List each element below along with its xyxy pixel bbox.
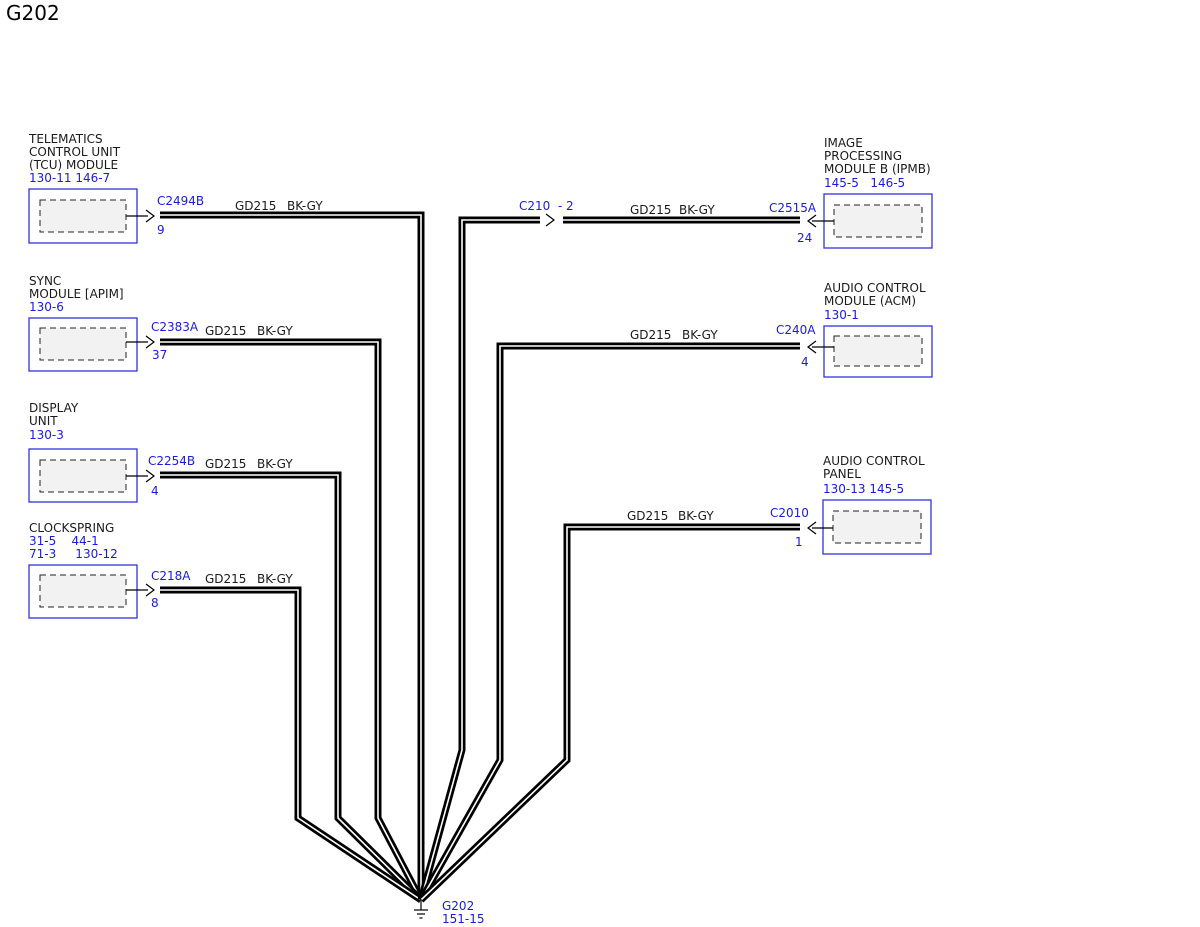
acm-label-line-2: MODULE (ACM) [824, 294, 916, 308]
tcu-pin: 9 [157, 223, 165, 237]
module-acm[interactable]: AUDIO CONTROL MODULE (ACM) 130-1 [823, 281, 933, 378]
tcu-connector-arrow-icon [145, 209, 155, 223]
ipmb-circuit: GD215 [630, 203, 671, 217]
clockspring-connector-arrow-icon [145, 583, 155, 597]
display-circuit: GD215 [205, 457, 246, 471]
sync-connector[interactable]: C2383A [151, 320, 199, 334]
tcu-inner-outline [39, 199, 127, 233]
sync-pin: 37 [152, 348, 167, 362]
tcu-refs[interactable]: 130-11 146-7 [29, 171, 110, 185]
wire-display [160, 471, 424, 903]
wires [160, 211, 800, 903]
tcu-connector[interactable]: C2494B [157, 194, 204, 208]
acp-label-line-2: PANEL [823, 467, 861, 481]
acm-pin: 4 [801, 355, 809, 369]
ipmb-label-line-1: IMAGE [824, 136, 863, 150]
ground-g202[interactable]: G202 151-15 [414, 899, 485, 926]
acp-label-line-1: AUDIO CONTROL [823, 454, 925, 468]
module-acp[interactable]: AUDIO CONTROL PANEL 130-13 145-5 [822, 454, 932, 555]
display-label-line-1: DISPLAY [29, 401, 79, 415]
module-display[interactable]: DISPLAY UNIT 130-3 [28, 401, 138, 503]
module-sync[interactable]: SYNC MODULE [APIM] 130-6 [28, 274, 138, 372]
display-wire-color: BK-GY [257, 457, 293, 471]
ipmb-connector[interactable]: C2515A [769, 201, 817, 215]
clockspring-label: CLOCKSPRING [29, 521, 114, 535]
display-label-line-2: UNIT [29, 414, 58, 428]
clockspring-connector[interactable]: C218A [151, 569, 191, 583]
ipmb-connector-arrow-icon [807, 214, 817, 228]
clockspring-refs-line-2[interactable]: 71-3 130-12 [29, 547, 118, 561]
display-pin: 4 [151, 484, 159, 498]
tcu-label-line-1: TELEMATICS [28, 132, 103, 146]
ipmb-inner-outline [833, 204, 923, 238]
sync-connector-arrow-icon [145, 335, 155, 349]
wire-tcu [160, 211, 425, 900]
ipmb-label-line-3: MODULE B (IPMB) [824, 162, 931, 176]
inline-connector-c210[interactable]: C210 - 2 [519, 199, 574, 213]
display-inner-outline [39, 459, 127, 493]
sync-wire-color: BK-GY [257, 324, 293, 338]
clockspring-circuit: GD215 [205, 572, 246, 586]
module-tcu[interactable]: TELEMATICS CONTROL UNIT (TCU) MODULE 130… [28, 132, 138, 244]
acm-connector[interactable]: C240A [776, 323, 816, 337]
acm-connector-arrow-icon [807, 340, 817, 354]
ipmb-refs[interactable]: 145-5 146-5 [824, 176, 905, 190]
clockspring-inner-outline [39, 574, 127, 608]
ground-name: G202 [442, 899, 474, 913]
wire-acp [418, 523, 800, 903]
ipmb-label-line-2: PROCESSING [824, 149, 902, 163]
ipmb-pin: 24 [797, 231, 812, 245]
page-title: G202 [6, 1, 60, 25]
tcu-wire-color: BK-GY [287, 199, 323, 213]
wire-clockspring [160, 586, 423, 903]
clockspring-pin: 8 [151, 596, 159, 610]
acp-connector[interactable]: C2010 [770, 506, 809, 520]
clockspring-refs-line-1[interactable]: 31-5 44-1 [29, 534, 99, 548]
tcu-label-line-3: (TCU) MODULE [29, 158, 118, 172]
ipmb-wire-color: BK-GY [679, 203, 715, 217]
display-refs[interactable]: 130-3 [29, 428, 64, 442]
wire-acm [417, 342, 800, 902]
display-connector[interactable]: C2254B [148, 454, 195, 468]
acm-circuit: GD215 [630, 328, 671, 342]
acp-wire-color: BK-GY [678, 509, 714, 523]
module-ipmb[interactable]: IMAGE PROCESSING MODULE B (IPMB) 145-5 1… [823, 136, 933, 249]
acm-inner-outline [833, 335, 923, 367]
sync-circuit: GD215 [205, 324, 246, 338]
tcu-circuit: GD215 [235, 199, 276, 213]
clockspring-wire-color: BK-GY [257, 572, 293, 586]
sync-refs[interactable]: 130-6 [29, 300, 64, 314]
sync-inner-outline [39, 327, 127, 361]
acp-inner-outline [832, 510, 922, 544]
ground-ref[interactable]: 151-15 [442, 912, 485, 926]
module-clockspring[interactable]: CLOCKSPRING 31-5 44-1 71-3 130-12 [28, 521, 138, 619]
acp-circuit: GD215 [627, 509, 668, 523]
acm-refs[interactable]: 130-1 [824, 308, 859, 322]
inline-connector-arrow-icon [545, 213, 555, 227]
acp-pin: 1 [795, 535, 803, 549]
acm-wire-color: BK-GY [682, 328, 718, 342]
display-connector-arrow-icon [145, 469, 155, 483]
acp-refs[interactable]: 130-13 145-5 [823, 482, 904, 496]
wire-sync [160, 338, 425, 902]
sync-label-line-2: MODULE [APIM] [29, 287, 124, 301]
sync-label-line-1: SYNC [29, 274, 61, 288]
acm-label-line-1: AUDIO CONTROL [824, 281, 926, 295]
acp-connector-arrow-icon [807, 521, 817, 535]
tcu-label-line-2: CONTROL UNIT [29, 145, 121, 159]
